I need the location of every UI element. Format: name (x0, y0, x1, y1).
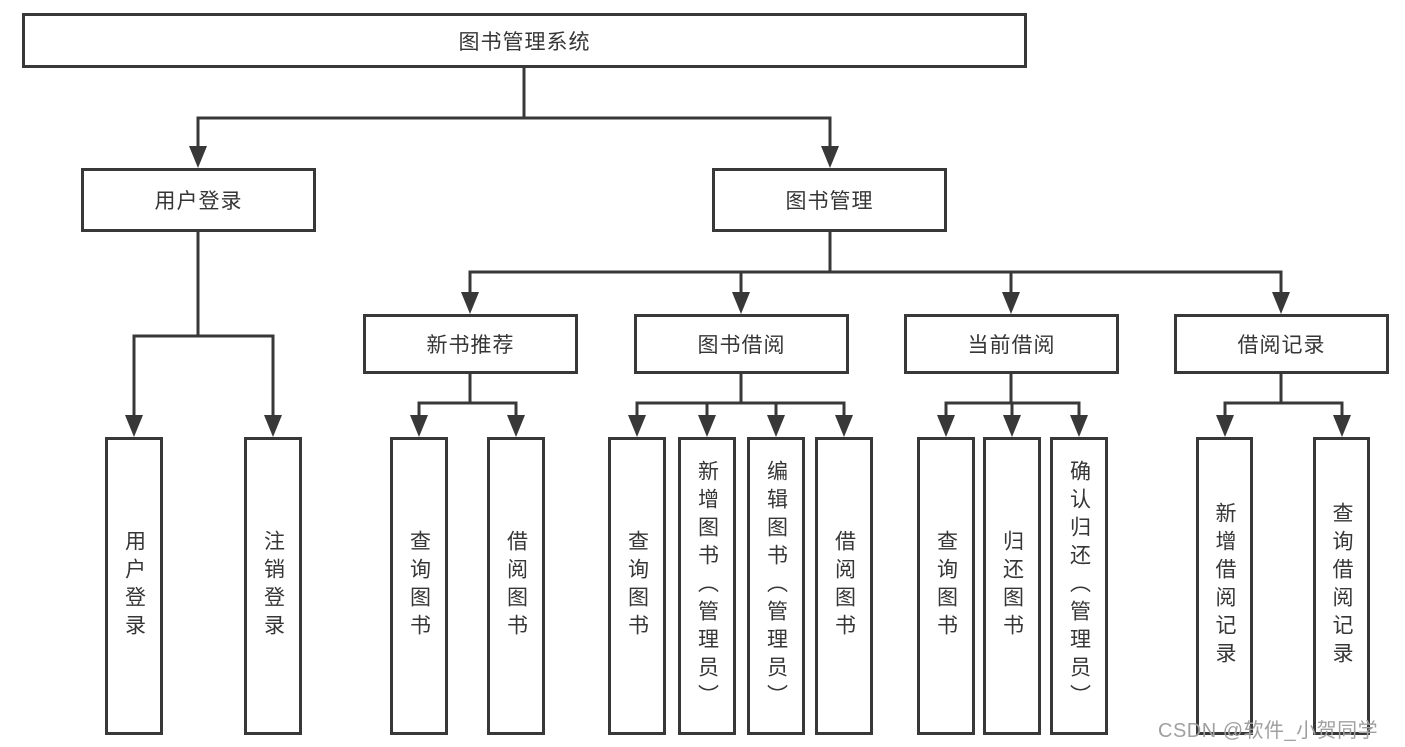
node-label: 查询图书 (407, 530, 431, 642)
node-label: 图书管理 (785, 190, 874, 213)
node-library-management-system: 图书管理系统 (22, 13, 1027, 68)
leaf-query-books: 查询图书 (608, 437, 666, 735)
leaf-borrow-books: 借阅图书 (487, 437, 545, 735)
csdn-watermark: CSDN @软件_小贺同学 (1158, 720, 1379, 742)
node-label: 查询借阅记录 (1330, 502, 1353, 670)
node-label: 图书管理系统 (458, 30, 591, 54)
leaf-query-books: 查询图书 (917, 437, 975, 735)
leaf-add-books-admin: 新增图书（管理员） (678, 437, 736, 735)
arrowhead-group (125, 146, 1351, 437)
node-label: 查询图书 (625, 530, 649, 642)
node-current-borrowing: 当前借阅 (904, 314, 1119, 374)
node-label: 借阅记录 (1237, 334, 1326, 357)
connector-line-group (132, 66, 1344, 419)
leaf-logout: 注销登录 (244, 437, 302, 735)
node-label: 新增借阅记录 (1213, 502, 1236, 670)
leaf-return-books: 归还图书 (983, 437, 1041, 735)
node-label: 编辑图书（管理员） (764, 460, 788, 712)
leaf-query-books: 查询图书 (390, 437, 448, 735)
node-label: 当前借阅 (967, 334, 1056, 357)
node-label: 用户登录 (122, 530, 146, 642)
node-label: 用户登录 (154, 190, 243, 213)
node-label: 注销登录 (261, 530, 285, 642)
node-label: 归还图书 (1000, 530, 1024, 642)
node-book-borrowing: 图书借阅 (634, 314, 849, 374)
leaf-borrow-books: 借阅图书 (815, 437, 873, 735)
node-new-book-recommendation: 新书推荐 (363, 314, 578, 374)
leaf-add-borrow-record: 新增借阅记录 (1196, 437, 1253, 735)
node-label: 查询图书 (934, 530, 958, 642)
node-label: 新书推荐 (426, 334, 515, 357)
node-book-management: 图书管理 (712, 168, 947, 232)
node-borrowing-records: 借阅记录 (1174, 314, 1389, 374)
leaf-user-login: 用户登录 (105, 437, 163, 735)
node-label: 借阅图书 (504, 530, 528, 642)
node-label: 借阅图书 (832, 530, 856, 642)
node-user-login: 用户登录 (81, 168, 316, 232)
leaf-edit-books-admin: 编辑图书（管理员） (747, 437, 805, 735)
leaf-query-borrow-record: 查询借阅记录 (1313, 437, 1370, 735)
leaf-confirm-return-admin: 确认归还（管理员） (1050, 437, 1108, 735)
node-label: 确认归还（管理员） (1067, 460, 1091, 712)
node-label: 图书借阅 (697, 334, 786, 357)
node-label: 新增图书（管理员） (695, 460, 719, 712)
